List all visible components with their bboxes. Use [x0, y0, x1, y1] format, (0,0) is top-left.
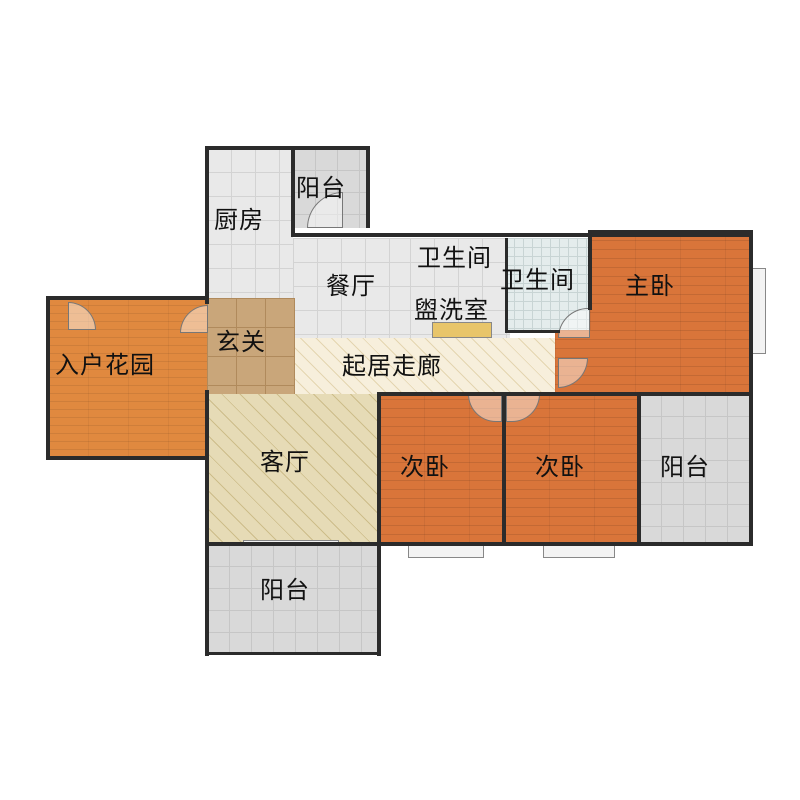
master-bedroom-room: [590, 232, 750, 394]
dining-label: 餐厅: [326, 272, 376, 300]
wall: [205, 146, 209, 304]
washroom-room: [410, 238, 510, 338]
wall: [205, 652, 381, 655]
wall: [505, 238, 508, 333]
wall: [46, 296, 209, 300]
wall: [588, 230, 592, 310]
living-room-label: 客厅: [260, 448, 310, 476]
corridor-label: 起居走廊: [342, 352, 442, 380]
wall: [639, 392, 753, 396]
bedroom-2a-label: 次卧: [400, 453, 450, 481]
balcony-bottom-label: 阳台: [260, 576, 310, 604]
balcony-right-label: 阳台: [660, 453, 710, 481]
bedroom-2b-label: 次卧: [535, 453, 585, 481]
wall: [749, 230, 753, 398]
wall: [502, 392, 506, 544]
window: [408, 544, 484, 558]
window: [543, 544, 615, 558]
wall: [505, 330, 560, 333]
master-bedroom-label: 主卧: [625, 272, 675, 300]
wall: [588, 230, 753, 234]
vanity-counter: [432, 322, 492, 338]
bathroom-2-label: 卫生间: [500, 266, 575, 294]
foyer-label: 玄关: [216, 328, 266, 356]
entrance-garden-label: 入户花园: [55, 351, 155, 379]
wall: [291, 146, 295, 236]
wall: [377, 542, 753, 546]
wall: [46, 456, 209, 460]
wall: [205, 390, 209, 656]
kitchen-label: 厨房: [214, 206, 264, 234]
balcony-bottom-room: [207, 544, 379, 654]
wall: [377, 392, 639, 396]
dining-room: [293, 238, 433, 338]
kitchen-room: [207, 148, 293, 298]
wall: [749, 392, 753, 544]
corridor-room: [295, 338, 555, 394]
bedroom-2a-room: [379, 394, 504, 544]
balcony-right-room: [639, 394, 750, 544]
wall: [366, 146, 370, 228]
wall: [377, 392, 381, 656]
wall: [291, 233, 753, 237]
bedroom-2b-room: [504, 394, 639, 544]
foyer-room: [207, 298, 295, 394]
wall: [46, 296, 50, 460]
living-room: [207, 394, 379, 544]
wall: [205, 146, 370, 150]
bathroom-1-label: 卫生间: [417, 244, 492, 272]
wall: [637, 392, 641, 544]
washroom-label: 盥洗室: [414, 296, 489, 324]
balcony-top-label: 阳台: [296, 174, 346, 202]
wall: [205, 542, 381, 546]
balcony-top-room: [293, 148, 368, 228]
